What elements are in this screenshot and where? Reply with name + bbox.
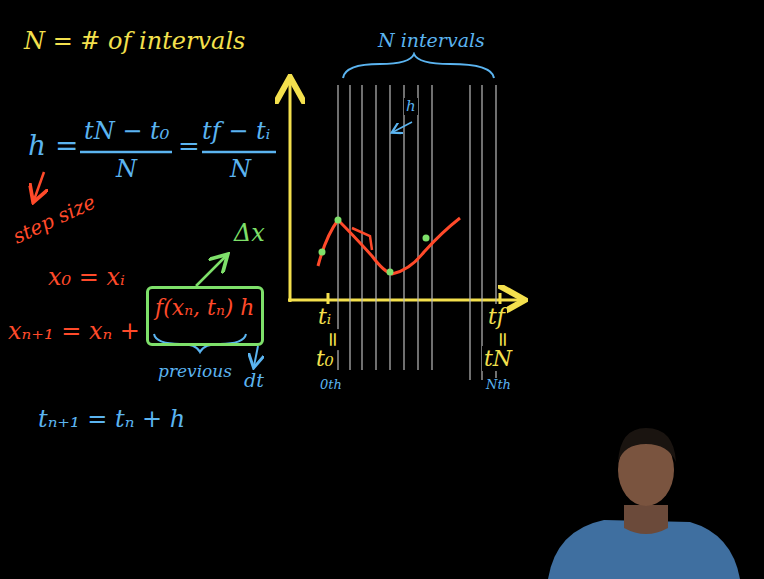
axis-note: N intervals xyxy=(376,30,487,52)
fraction-numerator: tf − tᵢ xyxy=(200,118,272,146)
initial-condition: x₀ = xᵢ xyxy=(46,264,127,292)
axis-label: t₀ xyxy=(314,346,336,371)
sample-points xyxy=(319,217,430,276)
annotation: dt xyxy=(242,370,266,392)
interval-lines xyxy=(338,85,496,380)
axis-label: tN xyxy=(482,346,514,371)
time-update: tₙ₊₁ = tₙ + h xyxy=(36,406,187,434)
fraction-denominator: N xyxy=(228,156,253,184)
fraction-bar xyxy=(80,151,172,154)
fraction-numerator: tN − t₀ xyxy=(82,118,171,146)
annotation: previous xyxy=(156,362,234,382)
brace xyxy=(343,54,494,78)
leader-arrow xyxy=(196,256,226,286)
fraction-denominator: N xyxy=(114,156,139,184)
axis-label: tᵢ xyxy=(316,304,333,329)
fraction-bar xyxy=(198,151,276,154)
annotation: Δx xyxy=(232,220,267,248)
equals-sign: = xyxy=(176,132,202,162)
heading-note: N = # of intervals xyxy=(22,28,247,56)
update-equation: xₙ₊₁ = xₙ + xyxy=(6,318,142,346)
leader-arrow xyxy=(393,122,412,132)
index-note: 0th xyxy=(318,378,344,393)
index-note: Nth xyxy=(484,378,513,393)
euler-step xyxy=(352,228,372,250)
solution-curve xyxy=(318,218,460,274)
annotation: step size xyxy=(7,190,100,250)
leader-arrow xyxy=(34,172,44,200)
brace xyxy=(154,334,246,352)
equation-text: h = xyxy=(26,130,80,162)
x-axis xyxy=(288,299,522,302)
highlight-box: f(xₙ, tₙ) h xyxy=(146,286,264,346)
axis-label: tf xyxy=(486,304,507,329)
presenter-figure xyxy=(548,428,740,579)
y-axis xyxy=(289,80,292,302)
step-label: h xyxy=(404,98,418,115)
leader-arrow xyxy=(254,346,258,366)
boxed-term: f(xₙ, tₙ) h xyxy=(155,295,255,320)
